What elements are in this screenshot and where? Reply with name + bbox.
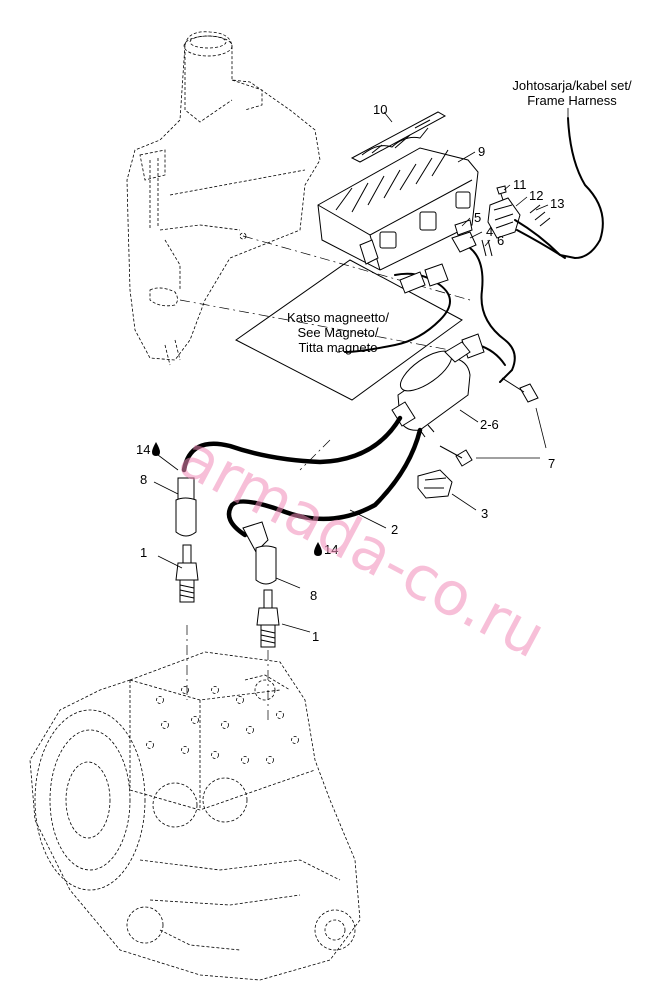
callout-1-left: 1 (140, 545, 147, 560)
module-connectors (451, 219, 493, 257)
bolt-11 (496, 185, 507, 201)
see-magneto-label-line2: See Magneto/ (298, 325, 379, 340)
callout-1-right: 1 (312, 629, 319, 644)
callout-numbers: 10 9 11 12 13 5 4 6 2-6 2 3 7 14 8 1 14 … (136, 102, 564, 644)
callout-6: 6 (497, 233, 504, 248)
electronic-module (317, 147, 479, 271)
oil-drop-icon (314, 542, 322, 556)
frame-harness-label-line1: Johtosarja/kabel set/ (512, 78, 632, 93)
callout-11: 11 (513, 177, 527, 192)
high-tension-cables (181, 415, 423, 538)
callout-14-right: 14 (324, 542, 338, 557)
module-to-coil-wire (461, 247, 516, 383)
see-magneto-label-line1: Katso magneetto/ (287, 310, 389, 325)
cylinder-head-bolts (146, 686, 299, 764)
watermark: armada-co.ru (168, 421, 556, 672)
ignition-coil (391, 341, 471, 438)
frame-harness-connector (487, 117, 604, 259)
spark-plug-left (175, 544, 199, 603)
callout-2: 2 (391, 522, 398, 537)
callout-12: 12 (529, 188, 543, 203)
callout-4: 4 (486, 224, 493, 239)
decal-panel (350, 111, 447, 163)
callout-10: 10 (373, 102, 387, 117)
frame-harness-label: Johtosarja/kabel set/ Frame Harness (512, 78, 632, 108)
oil-tank-outline (126, 31, 321, 366)
magneto-reference-box (235, 259, 463, 401)
frame-harness-label-line2: Frame Harness (527, 93, 617, 108)
mounting-screws (439, 377, 539, 467)
spark-plug-right (256, 589, 280, 648)
callout-13: 13 (550, 196, 564, 211)
callout-8-right: 8 (310, 588, 317, 603)
oil-drop-icon (152, 442, 160, 456)
callout-5: 5 (474, 210, 481, 225)
spark-plug-cap-right (242, 521, 277, 585)
see-magneto-label: Katso magneetto/ See Magneto/ Titta magn… (287, 310, 389, 355)
callout-2-6: 2-6 (480, 417, 499, 432)
callout-9: 9 (478, 144, 485, 159)
callout-14-top: 14 (136, 442, 150, 457)
engine-outline (29, 651, 361, 981)
callout-3: 3 (481, 506, 488, 521)
see-magneto-label-line3: Titta magneto (298, 340, 377, 355)
leader-lines (153, 108, 569, 633)
callout-7: 7 (548, 456, 555, 471)
callout-8-left: 8 (140, 472, 147, 487)
spark-plug-cap-left (175, 477, 197, 537)
cable-clamp (417, 469, 453, 499)
